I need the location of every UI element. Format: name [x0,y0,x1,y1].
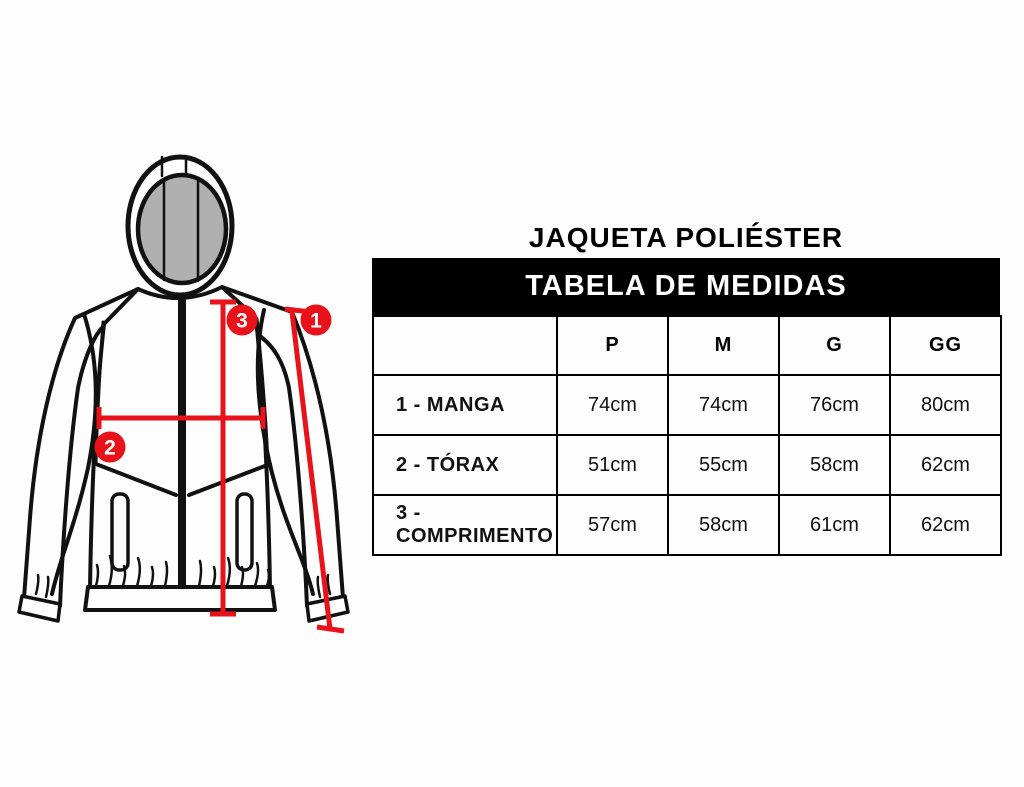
measure-marker-2: 2 [94,431,126,463]
size-column-g: G [778,315,891,376]
comprimento-m: 58cm [667,494,780,556]
size-table-card: TABELA DE MEDIDAS P M G GG 1 - MANGA 74c… [372,258,1002,556]
size-columns-row: P M G GG [372,315,1002,376]
measure-marker-1: 1 [300,304,332,336]
row-label-torax: 2 - TÓRAX [372,434,558,496]
row-label-comprimento: 3 - COMPRIMENTO [372,494,558,556]
hood-top-seams [160,154,188,178]
hood-lining [135,172,229,286]
size-table-title: TABELA DE MEDIDAS [372,258,1000,315]
cuff-gather-marks [34,573,332,599]
measure-line-3 [210,299,236,617]
chevron-seam-left [94,462,178,497]
page-title: JAQUETA POLIÉSTER [528,222,844,253]
comprimento-g: 61cm [778,494,891,556]
measure-marker-3: 3 [226,304,258,336]
marker-1-number: 1 [310,310,322,333]
manga-gg: 80cm [889,374,1002,436]
hood-lining-seams [162,176,200,283]
torax-gg: 62cm [889,434,1002,496]
jacket-diagram: 1 2 3 [17,154,350,634]
torax-g: 58cm [778,434,891,496]
table-row-torax: 2 - TÓRAX 51cm 55cm 58cm 62cm [372,434,1002,496]
manga-m: 74cm [667,374,780,436]
torax-m: 55cm [667,434,780,496]
measure-line-2 [96,407,266,429]
row-label-manga: 1 - MANGA [372,374,558,436]
right-pocket [235,492,254,572]
chevron-seam-right [187,462,272,497]
size-column-gg: GG [889,315,1002,376]
right-side-seam [255,317,270,466]
left-sleeve-stripe [50,312,98,596]
left-pocket [110,492,130,572]
comprimento-p: 57cm [556,494,669,556]
right-sleeve-stripe [255,308,315,596]
torax-p: 51cm [556,434,669,496]
size-column-p: P [556,315,669,376]
size-table: P M G GG 1 - MANGA 74cm 74cm 76cm 80cm 2… [372,315,1002,556]
manga-g: 76cm [778,374,891,436]
hem-band [83,585,277,612]
size-column-m: M [667,315,780,376]
table-row-manga: 1 - MANGA 74cm 74cm 76cm 80cm [372,374,1002,436]
size-columns-empty-cell [372,315,558,376]
marker-3-number: 3 [236,310,248,333]
left-cuff [17,594,62,623]
table-row-comprimento: 3 - COMPRIMENTO 57cm 58cm 61cm 62cm [372,494,1002,556]
comprimento-gg: 62cm [889,494,1002,556]
hem-gather-marks [94,554,271,588]
marker-2-number: 2 [104,437,116,460]
manga-p: 74cm [556,374,669,436]
